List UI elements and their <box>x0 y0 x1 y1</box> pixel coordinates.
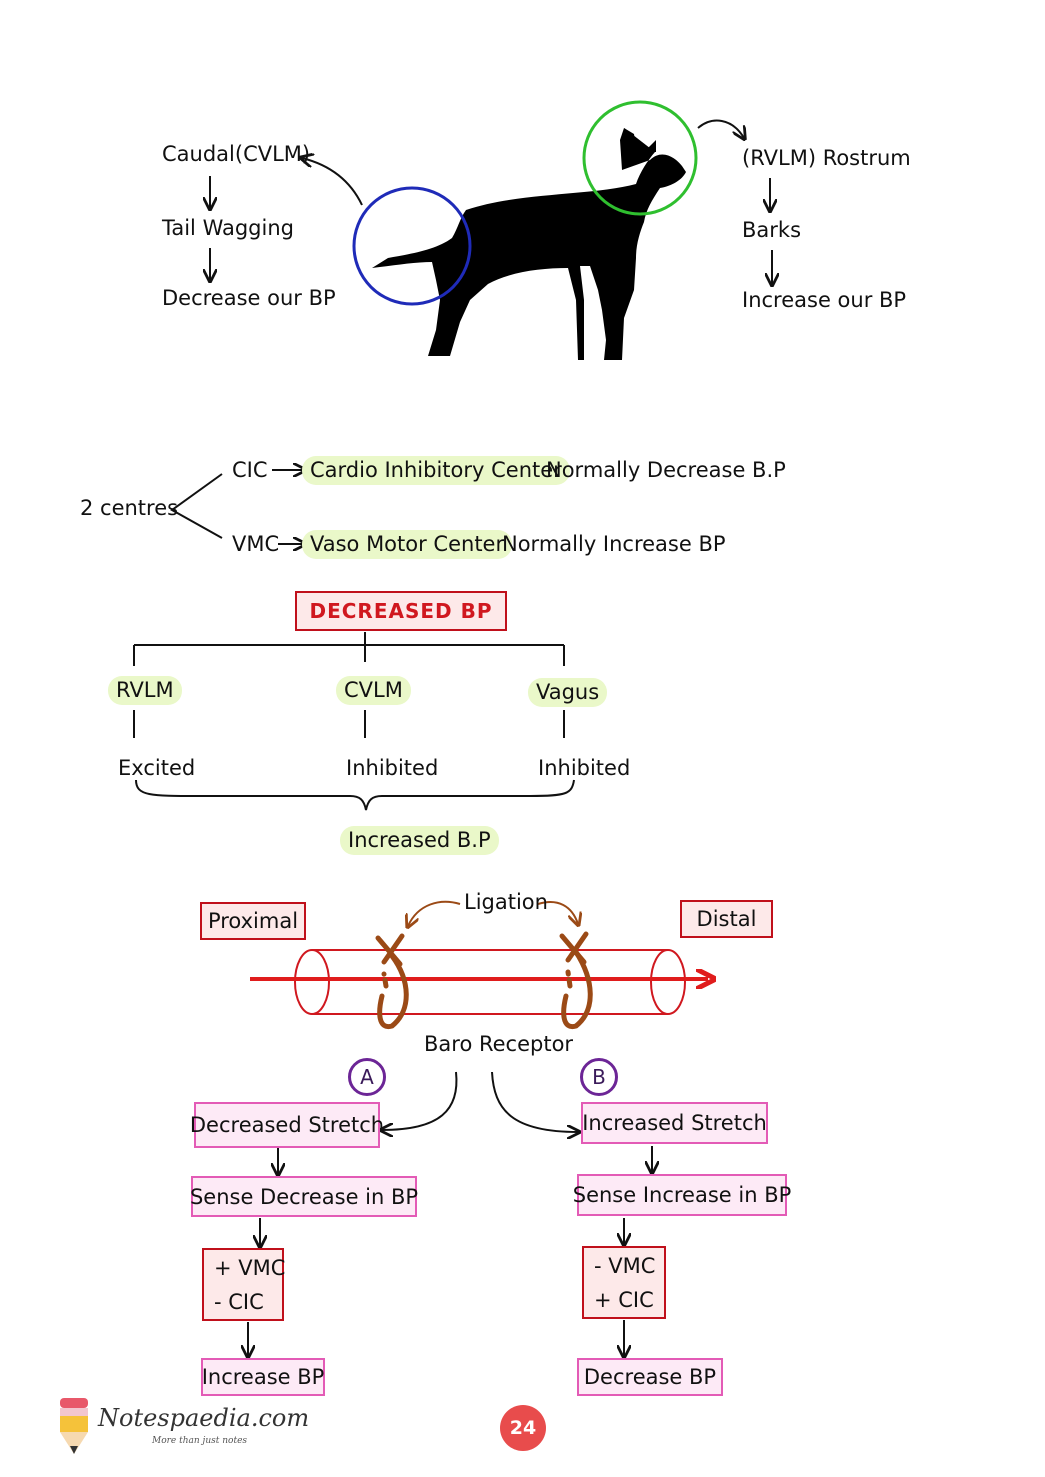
caudal-label: Caudal(CVLM) <box>162 142 311 166</box>
vmc-abbr: VMC <box>232 532 280 556</box>
flow-a-centres: + VMC - CIC <box>202 1248 286 1321</box>
pencil-logo-icon <box>60 1398 88 1454</box>
flow-b-letter: B <box>580 1058 618 1096</box>
state-inhibited-vagus: Inhibited <box>538 756 631 780</box>
vmc-full: Vaso Motor Center <box>302 530 513 559</box>
decrease-bp-label: Decrease our BP <box>162 286 336 310</box>
cic-effect: Normally Decrease B.P <box>546 458 786 482</box>
flow-a-result: Increase BP <box>201 1358 325 1396</box>
flow-a-line2: - CIC <box>214 1289 264 1314</box>
page-number: 24 <box>500 1405 546 1451</box>
decreased-bp-title: DECREASED BP <box>295 591 507 631</box>
brand-tagline: More than just notes <box>152 1436 248 1446</box>
tail-wagging-label: Tail Wagging <box>162 216 294 240</box>
flow-b-stretch: Increased Stretch <box>581 1102 768 1144</box>
rostrum-label: (RVLM) Rostrum <box>742 146 911 170</box>
flow-b-sense: Sense Increase in BP <box>573 1174 791 1216</box>
flow-b-centres: - VMC + CIC <box>582 1246 666 1319</box>
flow-b-result: Decrease BP <box>577 1358 723 1396</box>
flow-a-sense: Sense Decrease in BP <box>190 1176 418 1217</box>
head-circle <box>582 100 698 216</box>
result-brace <box>135 779 575 811</box>
branch-a-arrow <box>382 1071 458 1130</box>
distal-box: Distal <box>680 900 773 938</box>
branch-rvlm: RVLM <box>108 676 182 705</box>
proximal-box: Proximal <box>200 902 306 940</box>
increase-bp-label: Increase our BP <box>742 288 907 312</box>
ligation-arrow-right <box>537 901 578 924</box>
flow-a-stretch: Decreased Stretch <box>190 1102 384 1148</box>
baro-receptor-label: Baro Receptor <box>424 1032 574 1056</box>
head-curve-arrow <box>697 119 744 138</box>
ligation-label: Ligation <box>464 890 548 914</box>
flow-a-letter: A <box>348 1058 386 1096</box>
centres-fork <box>170 473 223 539</box>
blood-vessel <box>250 949 708 1015</box>
increased-bp-result: Increased B.P <box>340 826 499 855</box>
ligature-loops <box>375 931 593 1030</box>
dog-silhouette-icon <box>372 128 686 360</box>
branch-b-arrow <box>491 1071 578 1132</box>
brand-logo[interactable]: Notespaedia.com <box>98 1404 310 1432</box>
decreased-bp-tree <box>133 632 565 738</box>
state-inhibited-cvlm: Inhibited <box>346 756 439 780</box>
tail-circle <box>352 186 472 306</box>
tail-curve-arrow <box>302 158 363 206</box>
centres-label: 2 centres <box>80 496 179 520</box>
branch-cvlm: CVLM <box>336 676 411 705</box>
flow-a-line1: + VMC <box>214 1255 286 1280</box>
ligation-arrow-left <box>408 900 461 926</box>
flow-b-line1: - VMC <box>594 1253 656 1278</box>
flow-b-line2: + CIC <box>594 1287 654 1312</box>
barks-label: Barks <box>742 218 802 242</box>
vmc-effect: Normally Increase BP <box>502 532 726 556</box>
cic-abbr: CIC <box>232 458 268 482</box>
cic-full: Cardio Inhibitory Center <box>302 456 570 485</box>
state-excited: Excited <box>118 756 196 780</box>
branch-vagus: Vagus <box>528 678 608 707</box>
